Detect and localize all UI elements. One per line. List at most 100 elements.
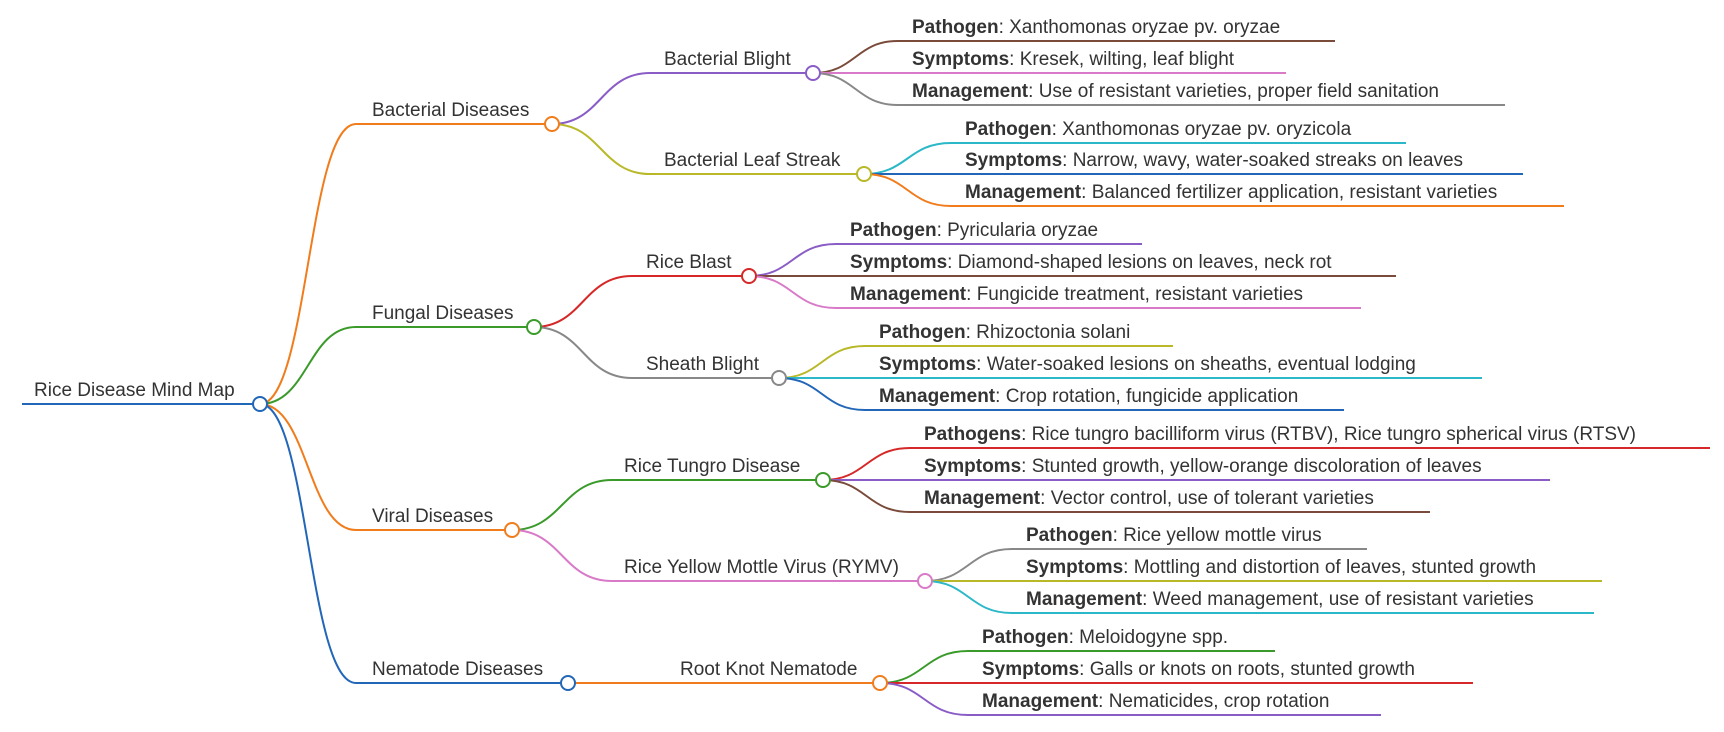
detail-text: : Kresek, wilting, leaf blight xyxy=(1009,49,1235,70)
nodes-layer xyxy=(252,65,933,691)
edge-disease-to-detail xyxy=(879,650,969,684)
disease-node[interactable] xyxy=(805,65,821,81)
edge-root-to-category xyxy=(259,403,357,684)
disease-label: Bacterial Blight xyxy=(664,49,791,70)
detail-label: Symptoms: Stunted growth, yellow-orange … xyxy=(924,456,1482,477)
detail-key: Symptoms xyxy=(965,150,1062,171)
detail-key: Pathogen xyxy=(912,17,999,38)
edge-disease-to-detail xyxy=(778,377,866,411)
detail-text: : Vector control, use of tolerant variet… xyxy=(1040,488,1374,509)
category-label: Nematode Diseases xyxy=(372,659,543,680)
detail-text: : Narrow, wavy, water-soaked streaks on … xyxy=(1062,150,1463,171)
detail-label: Pathogen: Pyricularia oryzae xyxy=(850,220,1098,241)
detail-key: Symptoms xyxy=(924,456,1021,477)
disease-label: Sheath Blight xyxy=(646,354,760,375)
category-node[interactable] xyxy=(560,675,576,691)
detail-key: Pathogen xyxy=(982,627,1069,648)
detail-text: : Rice tungro bacilliform virus (RTBV), … xyxy=(1021,424,1636,445)
detail-text: : Diamond-shaped lesions on leaves, neck… xyxy=(947,252,1332,273)
detail-label: Symptoms: Water-soaked lesions on sheath… xyxy=(879,354,1416,375)
category-label: Bacterial Diseases xyxy=(372,100,529,121)
detail-key: Pathogens xyxy=(924,424,1021,445)
edge-disease-to-detail xyxy=(748,243,837,277)
detail-text: : Pyricularia oryzae xyxy=(937,220,1099,241)
disease-node[interactable] xyxy=(741,268,757,284)
edge-category-to-disease xyxy=(533,275,633,328)
category-label: Fungal Diseases xyxy=(372,303,514,324)
edge-disease-to-detail xyxy=(879,682,969,716)
detail-label: Management: Nematicides, crop rotation xyxy=(982,691,1329,712)
detail-key: Management xyxy=(850,284,967,305)
disease-node[interactable] xyxy=(815,472,831,488)
category-node[interactable] xyxy=(526,319,542,335)
edge-disease-to-detail xyxy=(863,142,952,175)
edge-disease-to-detail xyxy=(822,479,911,513)
detail-label: Symptoms: Mottling and distortion of lea… xyxy=(1026,557,1536,578)
detail-key: Symptoms xyxy=(912,49,1009,70)
detail-text: : Use of resistant varieties, proper fie… xyxy=(1028,81,1439,102)
edge-category-to-disease xyxy=(511,479,613,531)
detail-key: Symptoms xyxy=(1026,557,1123,578)
edge-root-to-category xyxy=(259,403,357,531)
detail-label: Symptoms: Diamond-shaped lesions on leav… xyxy=(850,252,1332,273)
detail-text: : Fungicide treatment, resistant varieti… xyxy=(966,284,1303,305)
category-node[interactable] xyxy=(504,522,520,538)
detail-key: Management xyxy=(924,488,1041,509)
disease-label: Rice Yellow Mottle Virus (RYMV) xyxy=(624,557,899,578)
detail-label: Pathogen: Xanthomonas oryzae pv. oryzico… xyxy=(965,119,1352,140)
disease-label: Rice Tungro Disease xyxy=(624,456,800,477)
edge-disease-to-detail xyxy=(822,447,911,481)
edge-category-to-disease xyxy=(511,529,613,582)
detail-key: Management xyxy=(879,386,996,407)
detail-label: Management: Vector control, use of toler… xyxy=(924,488,1374,509)
detail-text: : Rice yellow mottle virus xyxy=(1113,525,1322,546)
detail-key: Symptoms xyxy=(982,659,1079,680)
edge-disease-to-detail xyxy=(748,275,837,309)
root-label: Rice Disease Mind Map xyxy=(34,380,235,401)
edge-root-to-category xyxy=(259,326,357,405)
detail-key: Management xyxy=(982,691,1099,712)
disease-node[interactable] xyxy=(771,370,787,386)
edge-disease-to-detail xyxy=(778,345,866,379)
detail-key: Pathogen xyxy=(965,119,1052,140)
detail-label: Symptoms: Kresek, wilting, leaf blight xyxy=(912,49,1235,70)
category-node[interactable] xyxy=(544,116,560,132)
detail-label: Pathogen: Rice yellow mottle virus xyxy=(1026,525,1322,546)
detail-key: Pathogen xyxy=(1026,525,1113,546)
detail-key: Management xyxy=(1026,589,1143,610)
detail-key: Symptoms xyxy=(879,354,976,375)
detail-key: Pathogen xyxy=(850,220,937,241)
edge-category-to-disease xyxy=(551,72,651,125)
edge-category-to-disease xyxy=(551,123,651,175)
edge-disease-to-detail xyxy=(863,173,952,207)
detail-label: Management: Fungicide treatment, resista… xyxy=(850,284,1303,305)
detail-text: : Xanthomonas oryzae pv. oryzae xyxy=(999,17,1281,38)
disease-node[interactable] xyxy=(856,166,872,182)
disease-node[interactable] xyxy=(917,573,933,589)
detail-label: Pathogens: Rice tungro bacilliform virus… xyxy=(924,424,1636,445)
disease-node[interactable] xyxy=(872,675,888,691)
detail-text: : Weed management, use of resistant vari… xyxy=(1142,589,1533,610)
edge-disease-to-detail xyxy=(812,40,899,74)
disease-label: Rice Blast xyxy=(646,252,732,273)
detail-label: Management: Balanced fertilizer applicat… xyxy=(965,182,1497,203)
detail-key: Management xyxy=(965,182,1082,203)
detail-label: Pathogen: Xanthomonas oryzae pv. oryzae xyxy=(912,17,1280,38)
edge-root-to-category xyxy=(259,123,357,405)
detail-key: Symptoms xyxy=(850,252,947,273)
detail-label: Management: Weed management, use of resi… xyxy=(1026,589,1534,610)
disease-label: Bacterial Leaf Streak xyxy=(664,150,841,171)
detail-text: : Stunted growth, yellow-orange discolor… xyxy=(1021,456,1481,477)
disease-label: Root Knot Nematode xyxy=(680,659,857,680)
detail-label: Management: Use of resistant varieties, … xyxy=(912,81,1439,102)
edge-disease-to-detail xyxy=(924,580,1013,614)
detail-text: : Mottling and distortion of leaves, stu… xyxy=(1123,557,1536,578)
detail-text: : Balanced fertilizer application, resis… xyxy=(1081,182,1497,203)
edge-disease-to-detail xyxy=(924,548,1013,582)
edge-category-to-disease xyxy=(533,326,633,379)
detail-label: Pathogen: Rhizoctonia solani xyxy=(879,322,1130,343)
detail-text: : Galls or knots on roots, stunted growt… xyxy=(1079,659,1415,680)
root-node[interactable] xyxy=(252,396,268,412)
